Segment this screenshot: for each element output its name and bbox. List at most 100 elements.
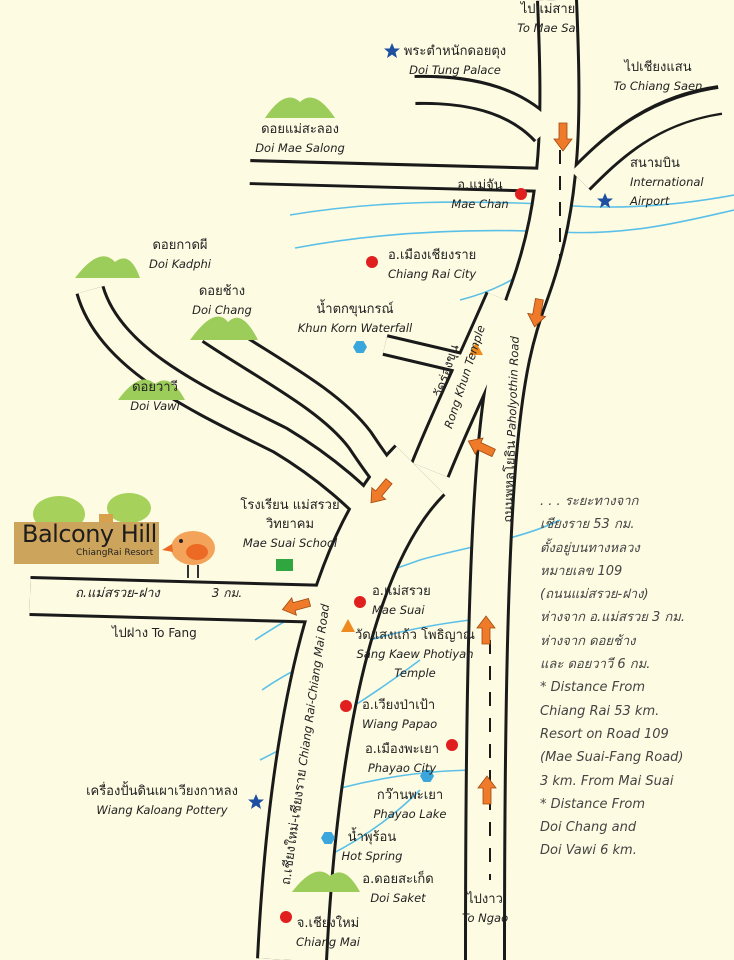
map-text: (Mae Suai-Fang Road) xyxy=(540,750,684,766)
label-doi-vawi: ดอยวาวี Doi Vawi xyxy=(130,378,180,416)
town-dot-icon xyxy=(366,256,378,268)
temple-triangle-icon xyxy=(469,342,483,355)
label-to-chiang-saen: ไปเชียงแสน To Chiang Saen xyxy=(614,58,703,96)
hill-icon xyxy=(190,316,258,340)
star-markers xyxy=(248,43,613,809)
map-text: ห่างจาก ดอยช้าง xyxy=(540,633,636,649)
map-text: Hot Spring xyxy=(341,849,403,863)
map-text: To Ngao xyxy=(461,911,509,925)
map-text: ดอยช้าง xyxy=(198,284,246,299)
label-airport: สนามบิน International Airport xyxy=(630,154,710,211)
map-text: กว๊านพะเยา xyxy=(376,788,444,803)
temple-triangle-icon xyxy=(341,619,355,632)
hill-icon xyxy=(292,871,360,892)
map-text: และ ดอยวาวี 6 กม. xyxy=(540,657,651,673)
map-text: พระตำหนักดอยตุง xyxy=(403,44,507,59)
hills xyxy=(75,97,360,892)
label-mae-suai-school: โรงเรียน แม่สรวยวิทยาคม Mae Suai School xyxy=(240,496,340,553)
lake-hexagon-icon xyxy=(420,770,434,782)
town-markers xyxy=(280,188,527,923)
hill-icon xyxy=(265,97,335,118)
map-text: To Fang xyxy=(151,626,197,640)
map-text: Doi Tung Palace xyxy=(409,63,501,77)
label-to-ngao: ไปงาว To Ngao xyxy=(462,890,508,928)
map-text: * Distance From xyxy=(540,796,646,812)
map-text: ไปเชียงแสน xyxy=(624,60,692,75)
distance-info: . . . ระยะทางจากเชียงราย 53 กม. ตั้งอยู่บ… xyxy=(540,490,685,863)
map-text: โรงเรียน แม่สรวยวิทยาคม xyxy=(240,498,340,532)
map-text: ตั้งอยู่บนทางหลวง xyxy=(540,540,640,556)
map-text: International Airport xyxy=(630,175,704,208)
map-text: หมายเลข 109 xyxy=(540,563,623,579)
map-text: Doi Kadphi xyxy=(148,257,212,271)
town-dot-icon xyxy=(354,596,366,608)
map-text: To Mae Sai xyxy=(517,21,579,35)
map-text: Doi Vawi xyxy=(130,399,180,413)
arrow-down-icon xyxy=(553,122,573,152)
map-text: วัดแสงแก้ว โพธิญาณ xyxy=(354,628,475,643)
map-text: To Chiang Saen xyxy=(613,79,703,93)
direction-arrows xyxy=(281,122,573,805)
map-text: Chiang Rai 53 km. xyxy=(540,703,660,719)
label-doi-kadphi: ดอยกาดผี Doi Kadphi xyxy=(149,236,211,274)
arrow-down-icon xyxy=(527,298,547,328)
map-text: ห่างจาก อ.แม่สรวย 3 กม. xyxy=(540,610,685,626)
map-text: Doi Saket xyxy=(370,891,426,905)
map-text: Doi Chang and xyxy=(540,820,637,836)
map-text: Wiang Papao xyxy=(362,717,438,731)
hotspring-hexagon-icon xyxy=(321,832,335,844)
label-chiang-mai: จ.เชียงใหม่Chiang Mai xyxy=(296,914,360,952)
map-text: 3 km. From Mai Suai xyxy=(540,773,674,789)
map-text: ไปงาว xyxy=(467,892,503,907)
map-text: Mae Chan xyxy=(451,197,509,211)
arrow-left-icon xyxy=(281,596,312,616)
map-text: สนามบิน xyxy=(630,156,680,171)
map-text: Mae Suai School xyxy=(242,536,338,550)
map-text: Doi Vawi 6 km. xyxy=(540,843,637,859)
map-text: ไปฝาง xyxy=(112,626,149,641)
label-doi-saket: อ.ดอยสะเก็ด Doi Saket xyxy=(362,870,433,908)
star-icon xyxy=(384,43,400,58)
hill-icon xyxy=(75,256,140,278)
map-text: ดอยกาดผี xyxy=(152,238,208,253)
map-text: อ.เมืองพะเยา xyxy=(364,742,440,757)
map-text: อ.เมืองเชียงราย xyxy=(388,248,477,263)
bird-mascot xyxy=(162,531,215,578)
map-text: ถ.แม่สรวย-ฝาง xyxy=(75,586,160,601)
map-text: Doi Mae Salong xyxy=(255,141,345,155)
map-text: เชียงราย 53 กม. xyxy=(540,517,635,533)
map-text: . . . ระยะทางจาก xyxy=(540,494,639,509)
town-dot-icon xyxy=(446,739,458,751)
map-text: Resort on Road 109 xyxy=(540,726,669,742)
logo-subtitle: ChiangRai Resort xyxy=(76,548,154,558)
temple-markers xyxy=(341,342,483,632)
map-text: อ.แม่สรวย xyxy=(372,584,431,599)
map-text: อ.ดอยสะเก็ด xyxy=(362,872,434,887)
map-text: น้ำตกขุนกรณ์ xyxy=(316,302,394,317)
map-text: ถนนพหลโยธิน xyxy=(501,440,520,524)
map-text: * Distance From xyxy=(540,680,646,696)
logo-name: Balcony Hill xyxy=(22,520,157,548)
arrow-up-icon xyxy=(476,615,496,645)
school-marker-icon xyxy=(276,559,293,571)
map-text: Khun Korn Waterfall xyxy=(297,321,413,335)
map-text: เครื่องปั้นดินเผาเวียงกาหลง xyxy=(86,784,238,799)
map-text: (ถนนแม่สรวย-ฝาง) xyxy=(540,587,649,603)
town-dot-icon xyxy=(515,188,527,200)
label-to-fang: ไปฝาง To Fang xyxy=(112,624,197,643)
map-text: Phayao City xyxy=(367,761,437,775)
waterfall-hexagon-icon xyxy=(353,341,367,353)
map-text: ดอยวาวี xyxy=(132,380,178,395)
map-text: Paholyothin Road xyxy=(504,335,522,438)
arrow-up-icon xyxy=(477,775,497,805)
